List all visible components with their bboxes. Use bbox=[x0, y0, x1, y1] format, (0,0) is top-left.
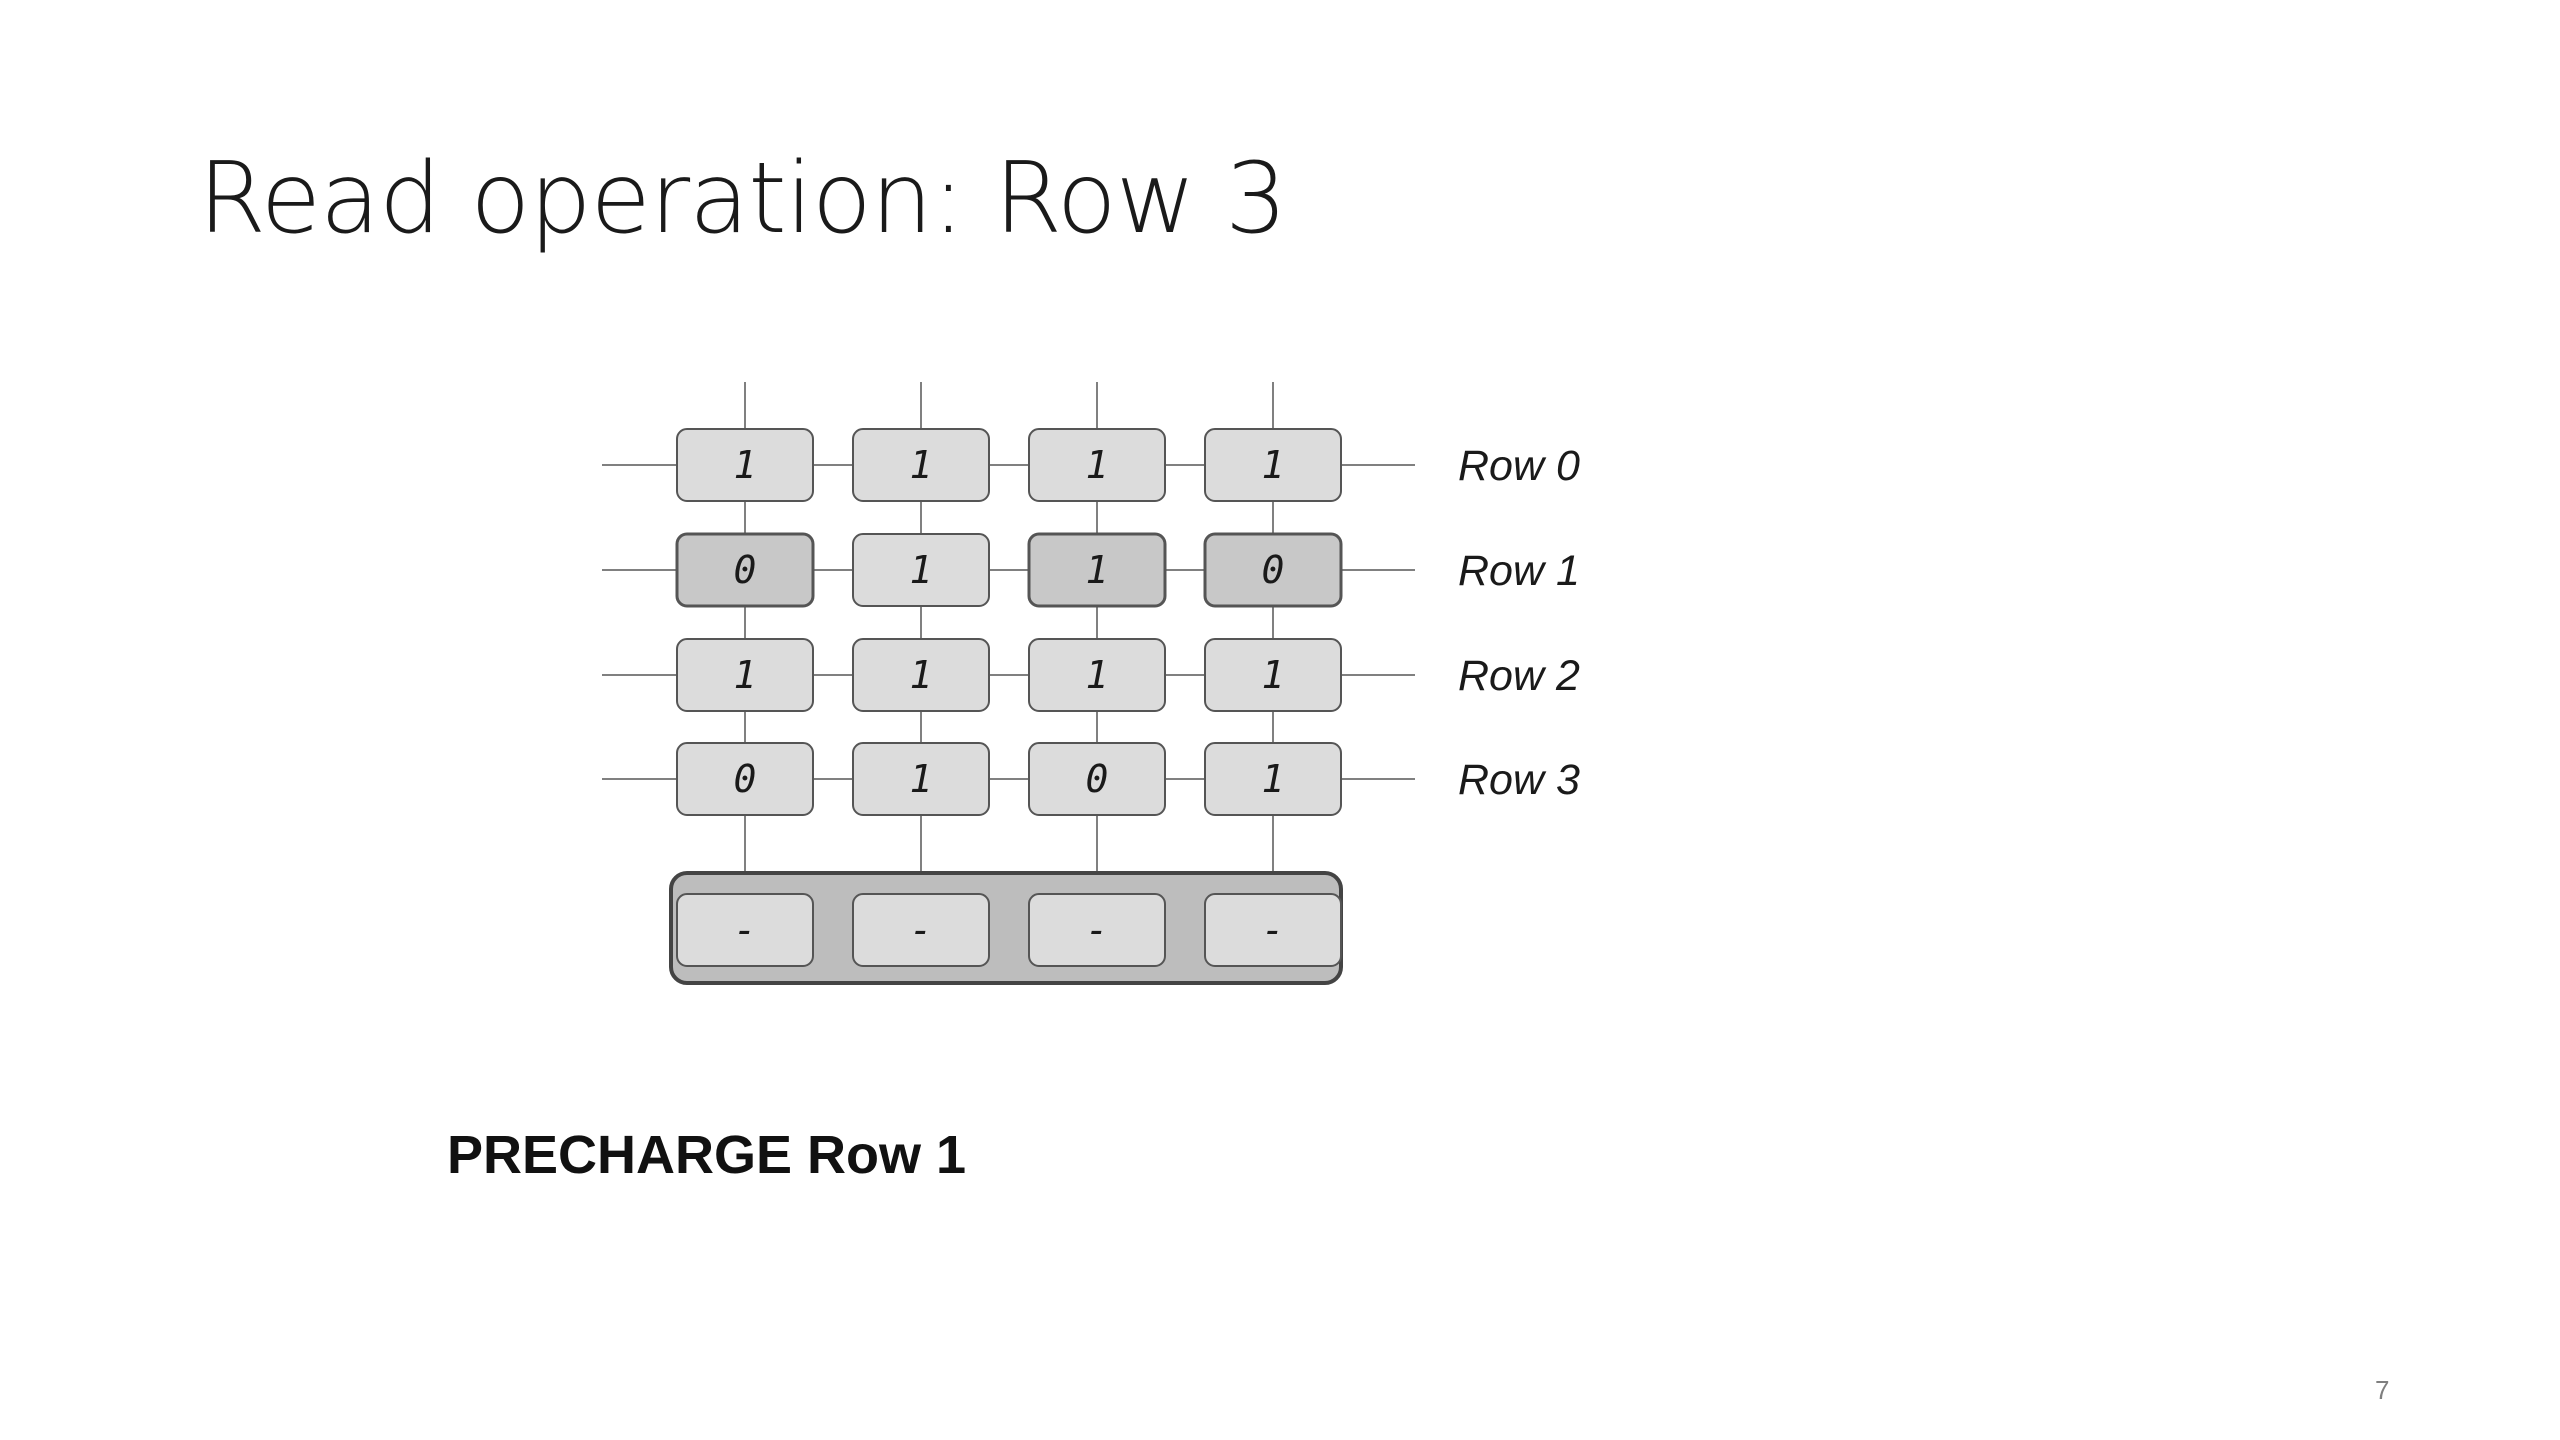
buffer-cell bbox=[1204, 893, 1342, 967]
buffer-cell bbox=[852, 893, 990, 967]
page-number: 7 bbox=[2375, 1375, 2390, 1405]
cell-value: 0 bbox=[734, 548, 757, 592]
cell-value: 1 bbox=[1086, 548, 1109, 592]
row-label-1: Row 1 bbox=[1458, 547, 1580, 595]
buffer-cell bbox=[1028, 893, 1166, 967]
cell-r0-c0 bbox=[676, 428, 814, 502]
cell-value: 1 bbox=[734, 443, 757, 487]
row-buffer: ---- bbox=[669, 871, 1343, 985]
row-labels: Row 0 Row 1 Row 2 Row 3 bbox=[1458, 442, 1580, 804]
cell-r3-c3 bbox=[1204, 742, 1342, 816]
cell-r0-c2 bbox=[1028, 428, 1166, 502]
cell-r1-c2 bbox=[1027, 532, 1167, 608]
buffer-cell-value: - bbox=[1086, 908, 1109, 952]
command-text: PRECHARGE Row 1 bbox=[447, 1125, 967, 1185]
cell-r0-c3 bbox=[1204, 428, 1342, 502]
cell-value: 0 bbox=[1262, 548, 1285, 592]
cell-r3-c0 bbox=[676, 742, 814, 816]
row-label-0: Row 0 bbox=[1458, 442, 1580, 490]
cell-value: 0 bbox=[734, 757, 757, 801]
slide-title: Read operation: Row 3 bbox=[198, 142, 1287, 256]
cell-value: 1 bbox=[910, 548, 933, 592]
buffer-cell-value: - bbox=[734, 908, 757, 952]
cell-value: 1 bbox=[1086, 653, 1109, 697]
cell-array: 1 1 1 1 0 1 1 0 1 1 1 1 0 1 0 1 bbox=[675, 428, 1343, 816]
cell-r2-c2 bbox=[1028, 638, 1166, 712]
cell-value: 1 bbox=[1262, 443, 1285, 487]
cell-r3-c1 bbox=[852, 742, 990, 816]
cell-value: 1 bbox=[1262, 653, 1285, 697]
cell-value: 1 bbox=[910, 757, 933, 801]
cell-r0-c1 bbox=[852, 428, 990, 502]
cell-r2-c0 bbox=[676, 638, 814, 712]
cell-value: 1 bbox=[1262, 757, 1285, 801]
cell-value: 1 bbox=[1086, 443, 1109, 487]
cell-r2-c1 bbox=[852, 638, 990, 712]
cell-value: 1 bbox=[734, 653, 757, 697]
cell-value: 1 bbox=[910, 653, 933, 697]
row-label-3: Row 3 bbox=[1458, 756, 1580, 804]
cell-r1-c3 bbox=[1203, 532, 1343, 608]
buffer-cell-value: - bbox=[910, 908, 933, 952]
cell-value: 1 bbox=[910, 443, 933, 487]
buffer-cell-value: - bbox=[1262, 908, 1285, 952]
cell-r1-c1 bbox=[852, 533, 990, 607]
buffer-cell bbox=[676, 893, 814, 967]
cell-r2-c3 bbox=[1204, 638, 1342, 712]
cell-r1-c0 bbox=[675, 532, 815, 608]
cell-value: 0 bbox=[1086, 757, 1109, 801]
cell-r3-c2 bbox=[1028, 742, 1166, 816]
row-label-2: Row 2 bbox=[1458, 652, 1580, 700]
